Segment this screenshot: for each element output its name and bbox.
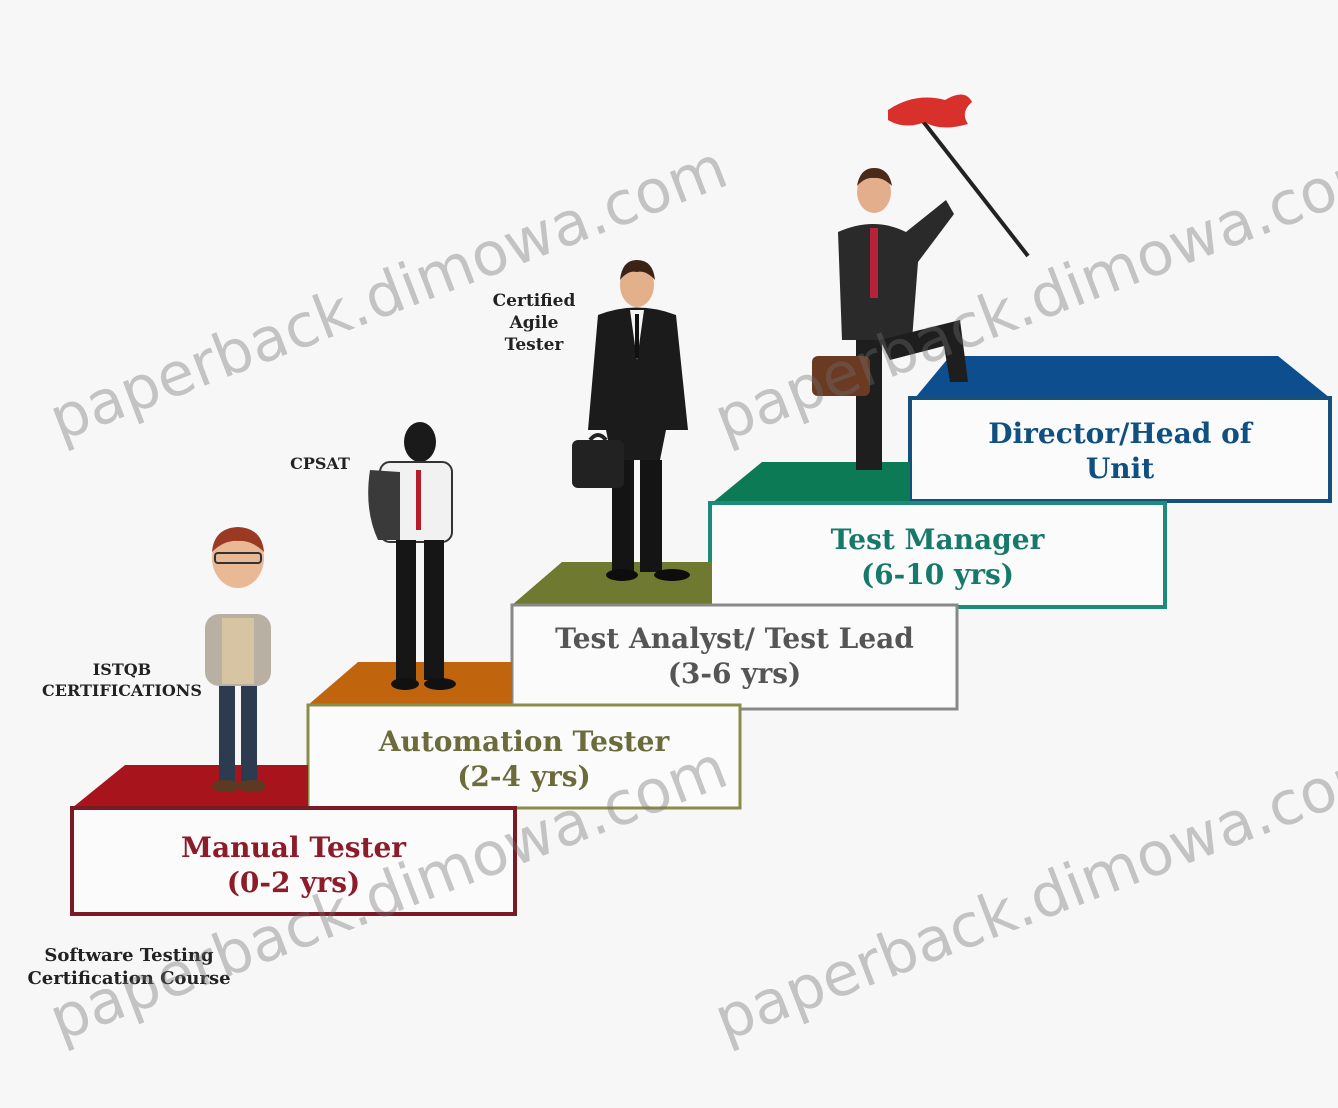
step-test-analyst-years: (3-6 yrs) (667, 657, 802, 690)
step-automation-tester-label: Automation Tester (2-4 yrs) (308, 724, 740, 794)
step-director-label: Director/Head of Unit (910, 416, 1330, 486)
step-manual-tester-top (72, 765, 308, 808)
step-automation-tester-years: (2-4 yrs) (457, 760, 591, 793)
step-director (908, 356, 1332, 503)
step-test-manager-top (712, 462, 910, 503)
step-test-manager-title: Test Manager (830, 523, 1045, 556)
step-director-title: Director/Head of (988, 417, 1252, 450)
agile-cert-line3: Tester (504, 335, 564, 356)
istqb-cert-label: ISTQB CERTIFICATIONS (22, 660, 222, 702)
agile-cert-line1: Certified (492, 291, 576, 311)
step-test-manager-years: (6-10 yrs) (860, 558, 1015, 591)
istqb-cert-line2: CERTIFICATIONS (42, 680, 202, 700)
istqb-cert-line1: ISTQB (92, 660, 152, 679)
director-figure (812, 94, 1030, 470)
cpsat-cert-label: CPSAT (270, 454, 370, 475)
step-test-analyst-label: Test Analyst/ Test Lead (3-6 yrs) (512, 621, 957, 691)
step-manual-tester-label: Manual Tester (0-2 yrs) (72, 830, 515, 900)
step-director-front (908, 396, 1332, 503)
agile-cert-label: Certified Agile Tester (478, 290, 590, 356)
step-director-top (915, 356, 1330, 398)
young-tester-figure (205, 527, 271, 792)
step-test-manager-label: Test Manager (6-10 yrs) (710, 522, 1165, 592)
step-manual-tester-title: Manual Tester (180, 831, 407, 864)
step-test-analyst-title: Test Analyst/ Test Lead (555, 622, 914, 655)
step-test-manager (708, 462, 1167, 609)
step-test-manager-front (708, 501, 1167, 609)
step-test-analyst-front (510, 603, 959, 711)
step-automation-tester-title: Automation Tester (378, 725, 670, 758)
step-director-years: Unit (1085, 452, 1155, 485)
student-figure (368, 422, 456, 690)
step-manual-tester-front (70, 806, 517, 916)
software-testing-cert-line1: Software Testing (44, 945, 214, 966)
analyst-figure (572, 260, 690, 581)
agile-cert-line2: Agile (509, 313, 559, 334)
software-testing-cert-label: Software Testing Certification Course (14, 944, 244, 991)
step-manual-tester-years: (0-2 yrs) (226, 866, 361, 899)
step-automation-tester-front (306, 703, 742, 810)
software-testing-cert-line2: Certification Course (27, 968, 231, 990)
cpsat-cert-line1: CPSAT (290, 454, 350, 473)
red-flag-icon (888, 94, 972, 128)
